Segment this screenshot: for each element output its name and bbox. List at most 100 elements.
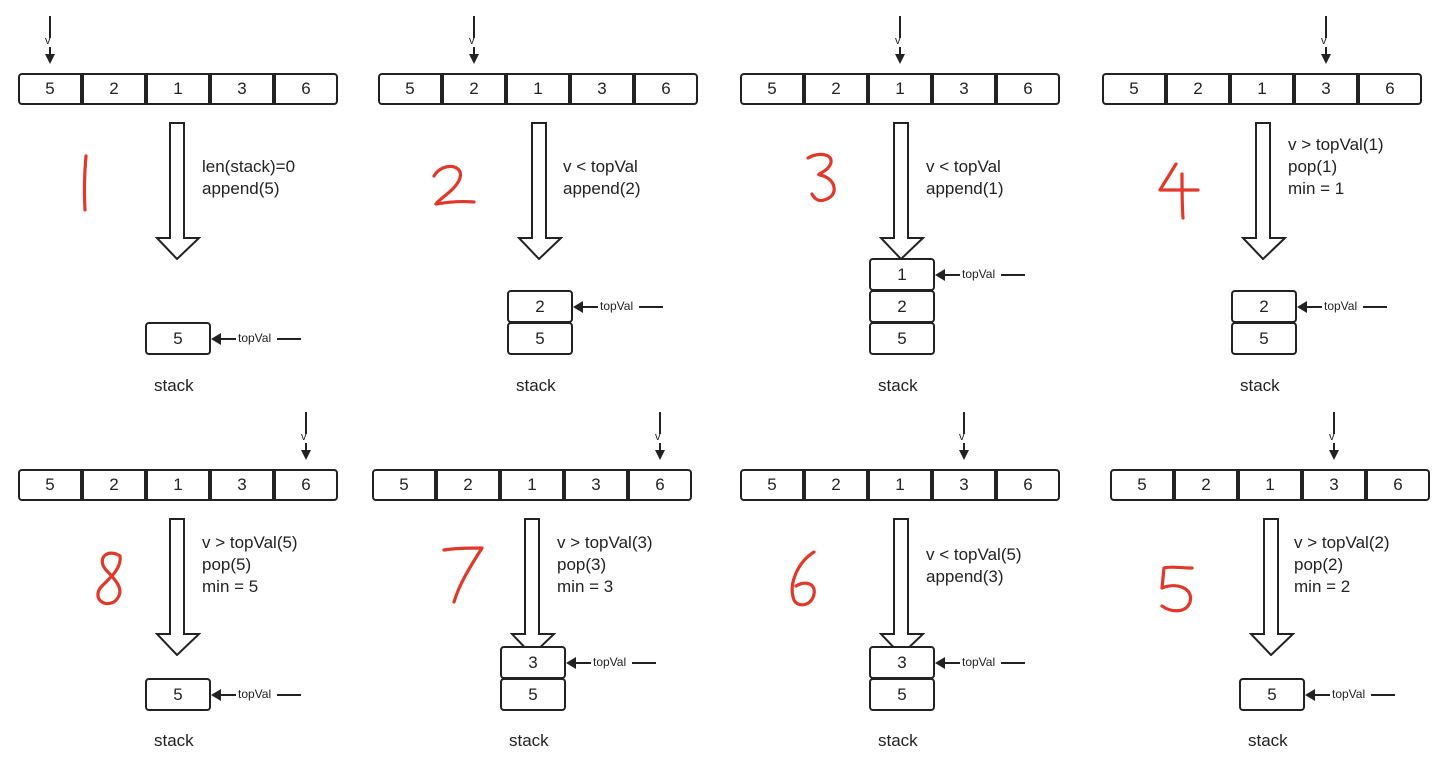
stack-cell: 5 (1239, 678, 1305, 711)
stack-cell: 2 (507, 290, 573, 323)
pointer-arrowhead (301, 450, 311, 460)
step-number: 6 (790, 550, 816, 607)
step-number-stroke (442, 546, 484, 604)
top-arrowhead (1305, 689, 1315, 701)
pointer-label: v (301, 431, 307, 443)
array-cell: 1 (1238, 469, 1302, 501)
array-cell: 3 (210, 469, 274, 501)
pointer-arrowhead (1321, 54, 1331, 64)
step-number: 8 (96, 551, 122, 606)
array-cell: 5 (1110, 469, 1174, 501)
array-cell: 2 (1166, 73, 1230, 105)
top-arrowhead (935, 269, 945, 281)
big-down-arrow-shape (879, 122, 925, 260)
pointer-label: v (1321, 35, 1327, 47)
pointer-shaft (963, 443, 965, 451)
top-arrow-line (220, 694, 236, 696)
operation-line: v > topVal(1) (1288, 135, 1384, 154)
big-down-arrow (155, 518, 201, 656)
stack-label: stack (154, 731, 194, 750)
array-cell: 2 (1174, 469, 1238, 501)
operation-line: min = 2 (1294, 577, 1351, 596)
pointer-shaft (1333, 443, 1335, 451)
operation-line: pop(3) (557, 555, 607, 574)
top-value-label: topVal (1324, 299, 1358, 313)
array-cell: 2 (442, 73, 506, 105)
big-down-arrow-shape (879, 518, 925, 656)
big-down-arrow-shape (510, 518, 556, 656)
step-number: 2 (432, 164, 476, 206)
operation-line: min = 3 (557, 577, 614, 596)
array-cell: 1 (868, 469, 932, 501)
top-arrow-line (582, 306, 598, 308)
array-cell: 3 (932, 73, 996, 105)
pointer-label: v (1329, 431, 1335, 443)
pointer-arrowhead (45, 54, 55, 64)
stack-cell: 5 (1231, 322, 1297, 355)
step-number: 3 (806, 152, 836, 203)
operation-line: append(1) (926, 179, 1004, 198)
stack-label: stack (509, 731, 549, 750)
top-value-label: topVal (238, 687, 272, 701)
big-down-arrow-shape (155, 122, 201, 260)
pointer-label: v (469, 35, 475, 47)
operation-notes: v > topVal(5)pop(5)min = 5 (202, 532, 298, 598)
top-arrow-tail (277, 694, 301, 696)
top-value-label: topVal (600, 299, 634, 313)
array-cell: 5 (740, 469, 804, 501)
pointer-line (49, 16, 51, 38)
pointer-shaft (49, 47, 51, 55)
array-cell: 6 (628, 469, 692, 501)
operation-line: v > topVal(3) (557, 533, 653, 552)
array-cell: 1 (500, 469, 564, 501)
stack-cell: 2 (869, 290, 935, 323)
top-arrow-line (575, 662, 591, 664)
array-cell: 5 (740, 73, 804, 105)
big-down-arrow-shape (1241, 122, 1287, 260)
step-number: 4 (1158, 162, 1200, 220)
array-cell: 3 (570, 73, 634, 105)
top-arrowhead (573, 301, 583, 313)
array-cell: 6 (1358, 73, 1422, 105)
pointer-line (899, 16, 901, 38)
operation-line: append(2) (563, 179, 641, 198)
array-cell: 2 (82, 469, 146, 501)
stack-cell: 1 (869, 258, 935, 291)
operation-notes: v > topVal(1)pop(1)min = 1 (1288, 134, 1384, 200)
top-arrow-tail (1001, 662, 1025, 664)
array-cell: 3 (564, 469, 628, 501)
array-cell: 1 (146, 73, 210, 105)
big-down-arrow-shape (1249, 518, 1295, 656)
big-down-arrow (517, 122, 563, 260)
step-number-stroke (96, 551, 122, 606)
top-value-label: topVal (238, 331, 272, 345)
operation-notes: v > topVal(2)pop(2)min = 2 (1294, 532, 1390, 598)
array-cell: 6 (996, 469, 1060, 501)
array-cell: 2 (82, 73, 146, 105)
top-arrow-tail (1001, 274, 1025, 276)
pointer-label: v (895, 35, 901, 47)
pointer-line (1325, 16, 1327, 38)
top-value-label: topVal (593, 655, 627, 669)
pointer-shaft (1325, 47, 1327, 55)
top-arrow-line (944, 662, 960, 664)
step-number-stroke (806, 152, 836, 203)
array-cell: 3 (210, 73, 274, 105)
operation-notes: v < topVal(5)append(3) (926, 544, 1022, 588)
big-down-arrow (1241, 122, 1287, 260)
array-cell: 6 (634, 73, 698, 105)
operation-line: append(3) (926, 567, 1004, 586)
operation-line: min = 1 (1288, 179, 1345, 198)
array-cell: 6 (996, 73, 1060, 105)
top-arrow-tail (632, 662, 656, 664)
operation-line: append(5) (202, 179, 280, 198)
stack-cell: 5 (500, 678, 566, 711)
pointer-label: v (655, 431, 661, 443)
big-down-arrow (879, 122, 925, 260)
stack-cell: 5 (869, 678, 935, 711)
operation-line: pop(2) (1294, 555, 1344, 574)
array-cell: 5 (18, 73, 82, 105)
big-down-arrow (155, 122, 201, 260)
